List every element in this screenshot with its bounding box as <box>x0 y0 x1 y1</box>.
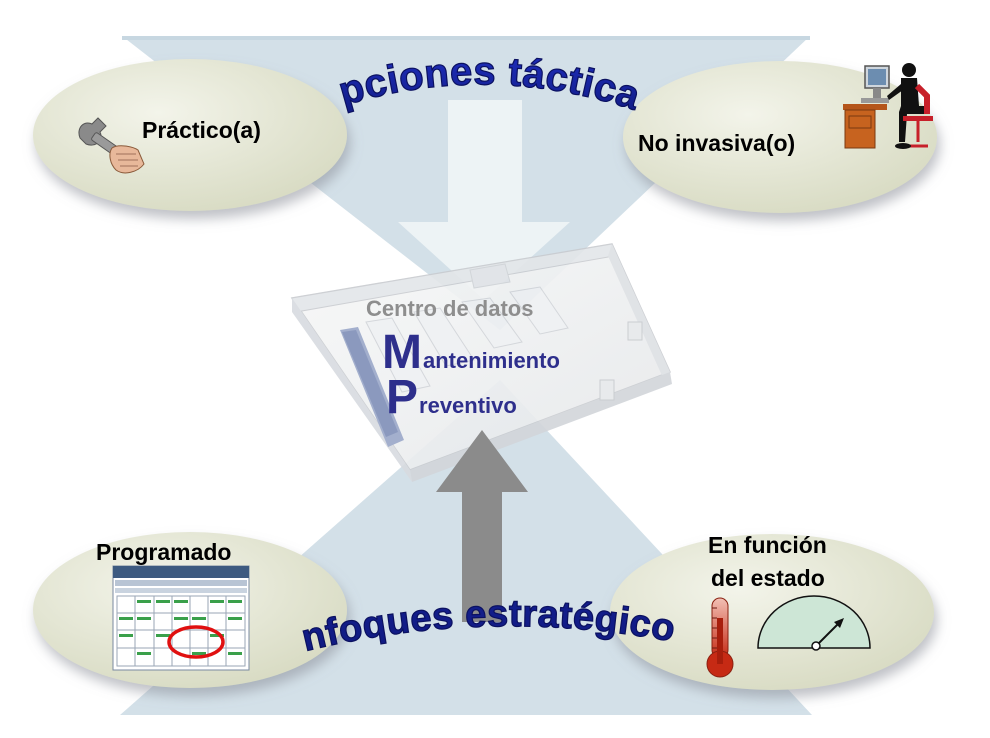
center-line-preventivo: Preventivo <box>386 371 517 424</box>
gauge-icon <box>757 595 871 651</box>
center-line-mantenimiento: Mantenimiento <box>382 326 560 379</box>
data-center-floor-plan <box>290 243 672 482</box>
calendar-schedule-icon <box>112 565 250 671</box>
wrench-hand-icon <box>78 117 145 174</box>
strategic-up-arrow <box>436 430 528 622</box>
rest-preventivo: reventivo <box>419 393 517 418</box>
oval-practico <box>33 59 347 211</box>
oval-en-funcion <box>610 534 934 690</box>
center-title: Centro de datos <box>366 296 533 321</box>
label-no-invasiva: No invasiva(o) <box>638 130 795 156</box>
person-at-computer-icon <box>843 63 933 149</box>
rest-mantenimiento: antenimiento <box>423 348 560 373</box>
initial-m: M <box>382 326 422 379</box>
oval-no-invasiva <box>623 61 937 213</box>
tactical-down-arrow <box>398 100 570 300</box>
label-programado: Programado <box>96 539 231 565</box>
initial-p: P <box>386 371 418 424</box>
label-en-funcion-line2: del estado <box>711 565 825 591</box>
thermometer-icon <box>706 597 734 678</box>
label-practico: Práctico(a) <box>142 117 261 143</box>
label-en-funcion-line1: En función <box>708 532 827 558</box>
top-funnel-band <box>122 36 810 40</box>
